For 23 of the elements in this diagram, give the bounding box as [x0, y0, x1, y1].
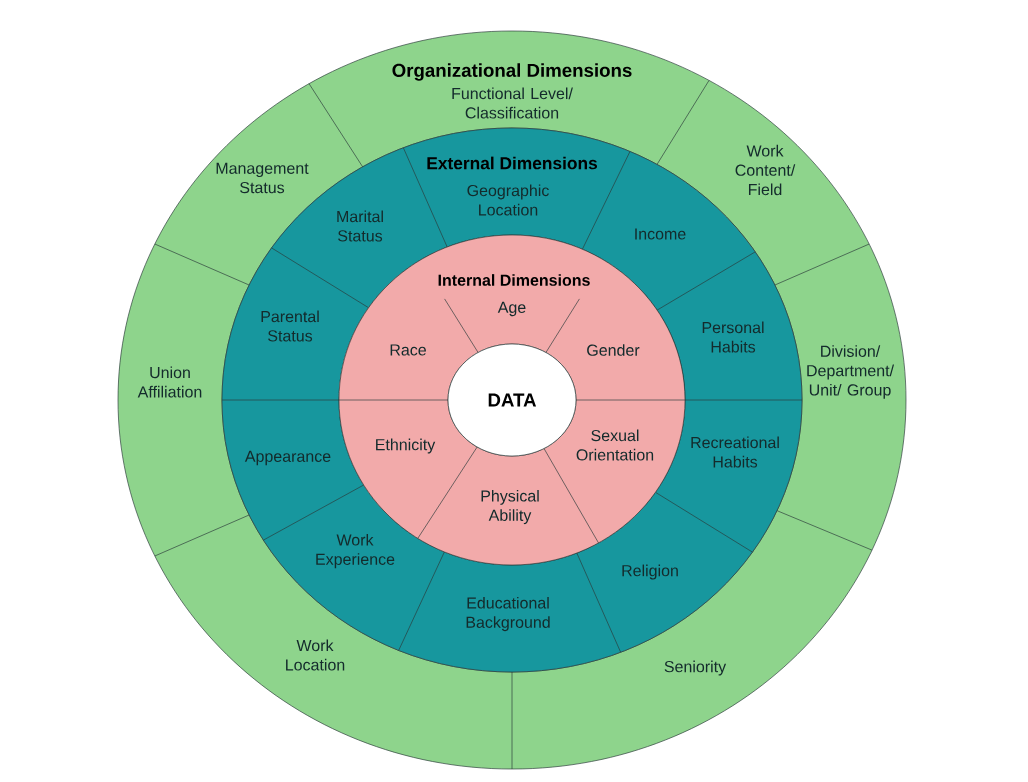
segment-label: Age	[497, 301, 526, 317]
segment-label: Race	[390, 344, 426, 356]
segment-label: Functional Level/ Classification	[452, 87, 573, 119]
segment-label: Physical Ability	[481, 489, 539, 525]
segment-label: Income	[635, 228, 686, 240]
segment-label: Appearance	[244, 450, 331, 466]
segment-label: Division/ Department/ Unit/ Group	[807, 345, 895, 399]
segment-label: Seniority	[664, 660, 727, 676]
segment-label: Geographic Location	[467, 184, 549, 216]
segment-label: Parental Status	[261, 310, 319, 342]
segment-label: Personal Habits	[702, 321, 764, 353]
segment-label: Gender	[587, 344, 640, 356]
segment-label: Marital Status	[337, 210, 383, 242]
segment-label: Work Content/ Field	[735, 144, 796, 196]
segment-label: Religion	[622, 564, 678, 580]
segment-label: Educational Background	[466, 596, 550, 632]
segment-label: Recreational Habits	[691, 436, 779, 468]
segment-label: Ethnicity	[376, 438, 436, 454]
segment-label: Management Status	[216, 162, 309, 194]
segment-label: Work Experience	[316, 533, 395, 569]
segment-label: Union Affiliation	[137, 366, 202, 398]
segment-label: Sexual Orientation	[576, 429, 654, 461]
segment-label: Work Location	[286, 639, 345, 671]
